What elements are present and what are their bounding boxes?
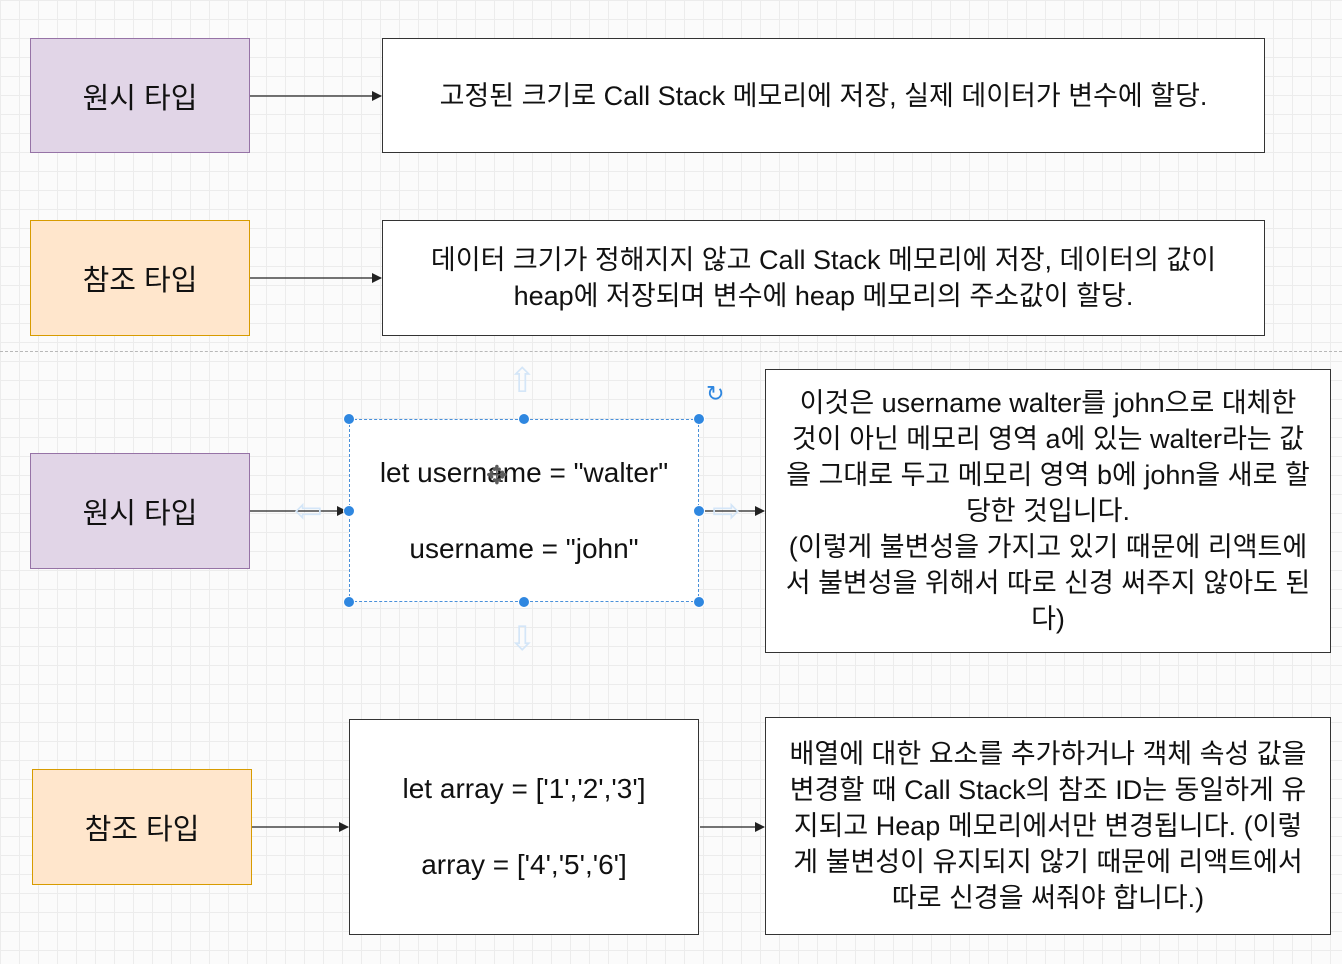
- move-icon: ✥: [486, 461, 508, 491]
- resize-handle-left[interactable]: [343, 505, 355, 517]
- description-line: (이렇게 불변성을 가지고 있기 때문에 리액트에: [788, 532, 1308, 562]
- description-line: 지되고 Heap 메모리에서만 변경됩니다. (이렇: [793, 811, 1303, 841]
- resize-handle-bottom-right[interactable]: [693, 596, 705, 608]
- resize-handle-top-left[interactable]: [343, 413, 355, 425]
- primitive-explanation-box[interactable]: 이것은 username walter를 john으로 대체한 것이 아닌 메모…: [765, 369, 1331, 653]
- reference-type-box-2[interactable]: 참조 타입: [32, 769, 252, 885]
- description-text: 고정된 크기로 Call Stack 메모리에 저장, 실제 데이터가 변수에 …: [439, 80, 1208, 111]
- resize-handle-top-right[interactable]: [693, 413, 705, 425]
- description-line: 이것은 username walter를 john으로 대체한: [799, 388, 1297, 418]
- type-label: 원시 타입: [82, 82, 198, 115]
- code-line: username = "john": [409, 532, 639, 564]
- description-line: 게 불변성이 유지되지 않기 때문에 리액트에서: [793, 847, 1303, 877]
- primitive-description-box[interactable]: 고정된 크기로 Call Stack 메모리에 저장, 실제 데이터가 변수에 …: [382, 38, 1265, 153]
- rotate-icon[interactable]: ↻: [706, 382, 725, 407]
- primitive-code-box[interactable]: let username = "walter" username = "john…: [349, 419, 699, 602]
- resize-handle-right[interactable]: [693, 505, 705, 517]
- description-line: 것이 아닌 메모리 영역 a에 있는 walter라는 값: [791, 424, 1305, 454]
- primitive-type-box-1[interactable]: 원시 타입: [30, 38, 250, 153]
- reference-type-box-1[interactable]: 참조 타입: [30, 220, 250, 336]
- resize-handle-bottom[interactable]: [518, 596, 530, 608]
- description-line: 서 불변성을 위해서 따로 신경 써주지 않아도 된: [785, 568, 1311, 598]
- code-line: let username = "walter": [379, 456, 669, 488]
- description-line: 변경할 때 Call Stack의 참조 ID는 동일하게 유: [789, 775, 1307, 805]
- description-line: 당한 것입니다.: [965, 496, 1131, 526]
- description-line: 을 그대로 두고 메모리 영역 b에 john을 새로 할: [786, 460, 1310, 490]
- reference-description-box[interactable]: 데이터 크기가 정해지지 않고 Call Stack 메모리에 저장, 데이터의…: [382, 220, 1265, 336]
- description-line: 다): [1031, 604, 1065, 634]
- description-line: heap에 저장되며 변수에 heap 메모리의 주소값이 할당.: [513, 281, 1134, 311]
- description-line: 데이터 크기가 정해지지 않고 Call Stack 메모리에 저장, 데이터의…: [430, 245, 1217, 275]
- reference-explanation-box[interactable]: 배열에 대한 요소를 추가하거나 객체 속성 값을 변경할 때 Call Sta…: [765, 717, 1331, 935]
- code-line: array = ['4','5','6']: [421, 849, 627, 880]
- resize-handle-bottom-left[interactable]: [343, 596, 355, 608]
- reference-code-box[interactable]: let array = ['1','2','3'] array = ['4','…: [349, 719, 699, 935]
- resize-arrow-up-icon: ⇧: [508, 361, 537, 401]
- resize-arrow-down-icon: ⇩: [508, 619, 537, 659]
- type-label: 참조 타입: [84, 814, 200, 846]
- section-divider: [0, 351, 1342, 352]
- resize-arrow-left-icon: ⇦: [294, 491, 323, 531]
- description-line: 따로 신경을 써줘야 합니다.): [891, 883, 1205, 913]
- resize-arrow-right-icon: ⇨: [712, 491, 741, 531]
- code-line: let array = ['1','2','3']: [402, 773, 646, 804]
- type-label: 참조 타입: [82, 265, 198, 297]
- description-line: 배열에 대한 요소를 추가하거나 객체 속성 값을: [789, 739, 1307, 769]
- resize-handle-top[interactable]: [518, 413, 530, 425]
- type-label: 원시 타입: [82, 498, 198, 530]
- primitive-type-box-2[interactable]: 원시 타입: [30, 453, 250, 569]
